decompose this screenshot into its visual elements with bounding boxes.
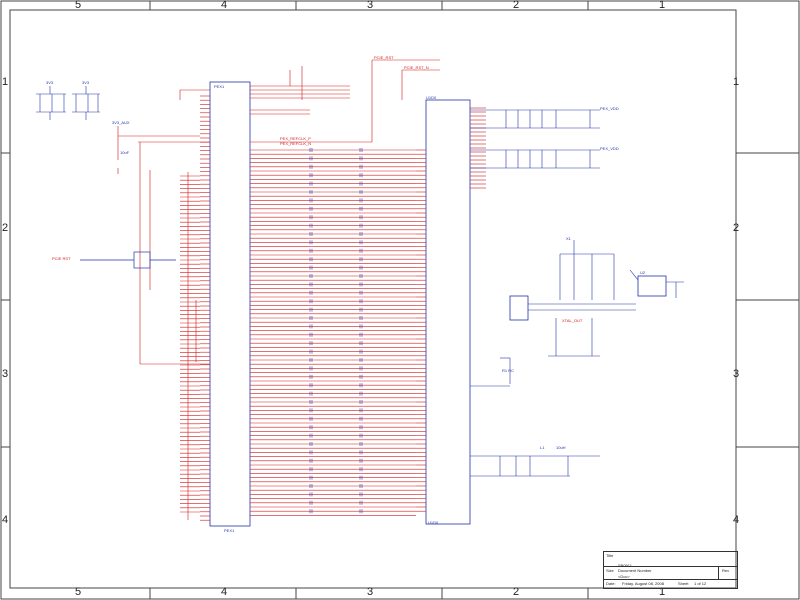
title-block-row-line-2: [604, 579, 737, 580]
ic-right-ref: U2: [640, 270, 646, 275]
zone-right-2: 2: [733, 222, 740, 234]
title-block-col-line: [718, 566, 719, 579]
left-bus: [139, 142, 210, 520]
title-block-doc-label: Document Number: [618, 568, 652, 573]
title-block-rev-label: Rev: [722, 568, 730, 573]
aux-cap-value: 10uF: [120, 150, 130, 155]
bottom-right-filter: [470, 357, 600, 477]
title-block-title-label: Title: [606, 553, 614, 558]
zone-top-1: 1: [659, 0, 666, 11]
ic-left-body: [209, 81, 251, 527]
zone-left-2: 2: [2, 222, 9, 234]
ic-center-ref: U1D0: [426, 95, 437, 100]
net-clk-p-label: PEX_REFCLK_P: [280, 136, 311, 141]
zone-bottom-5: 5: [75, 586, 82, 598]
title-block-doc-value: <Doc>: [618, 574, 630, 579]
zone-right-3: 3: [733, 368, 740, 380]
title-block-sheet-value: 1 of 12: [694, 581, 707, 586]
zone-bottom-2: 2: [513, 586, 520, 598]
title-block-size-label: Size: [606, 568, 614, 573]
net-reset2-label: PCIE_RST_N: [404, 65, 429, 70]
title-block: Title SB0911 Size Document Number <Doc> …: [603, 551, 738, 589]
reset-net-label: PCIE RST: [52, 256, 71, 261]
osc-label: XTAL_OUT: [562, 318, 583, 323]
right-decoupling: [470, 109, 600, 169]
title-block-row-line-1: [604, 566, 737, 567]
inductor-value: 10uH: [556, 445, 566, 450]
ic-left-bottom-ref: PEX1: [224, 528, 235, 533]
reset-switch: [80, 251, 176, 269]
net-reset-label: PCIE_RST: [374, 55, 394, 60]
title-block-date-value: Friday, August 08, 2008: [622, 581, 664, 586]
top-left-caps: [36, 86, 100, 120]
aux-supply: [117, 89, 210, 174]
title-block-date-label: Date:: [606, 581, 616, 586]
zone-top-3: 3: [367, 0, 374, 11]
zone-top-2: 2: [513, 0, 520, 11]
net-pwr-right-label: PEX_VDD: [600, 146, 619, 151]
zone-left-1: 1: [2, 76, 9, 88]
title-block-ref: SB0911: [618, 563, 632, 568]
zone-right-4: 4: [733, 514, 740, 526]
power-label-1: 3V3: [46, 80, 54, 85]
coupling-capacitors: [309, 148, 363, 514]
net-clk-n-label: PEX_REFCLK_N: [280, 141, 312, 146]
title-block-sheet-label: Sheet: [678, 581, 689, 586]
inductor-ref: L1: [540, 445, 545, 450]
ic-center-body: [425, 99, 471, 525]
rc-label: R1 RC: [502, 368, 515, 373]
zone-left-4: 4: [2, 514, 9, 526]
aux-label: 3V3_AUX: [112, 120, 130, 125]
signal-traces: [180, 149, 416, 516]
zone-bottom-1: 1: [659, 586, 666, 598]
net-pwr-label: PEX_VDD: [600, 106, 619, 111]
zone-right-1: 1: [733, 76, 740, 88]
ic-left-ref: PEX1: [214, 84, 225, 89]
zone-bottom-4: 4: [221, 586, 228, 598]
zone-top-4: 4: [221, 0, 228, 11]
power-label-2: 3V3: [82, 80, 90, 85]
osc-ref: X1: [566, 236, 571, 241]
zone-left-3: 3: [2, 368, 9, 380]
ic-right-body: [509, 275, 667, 321]
zone-bottom-3: 3: [367, 586, 374, 598]
left-ic-pins: [200, 95, 210, 521]
top-nets: [250, 59, 440, 143]
ic-center-bottom-ref: U1D0: [428, 520, 439, 525]
clock-circuit: [528, 240, 684, 357]
zone-top-5: 5: [75, 0, 82, 11]
center-ic-pins: [416, 107, 486, 512]
